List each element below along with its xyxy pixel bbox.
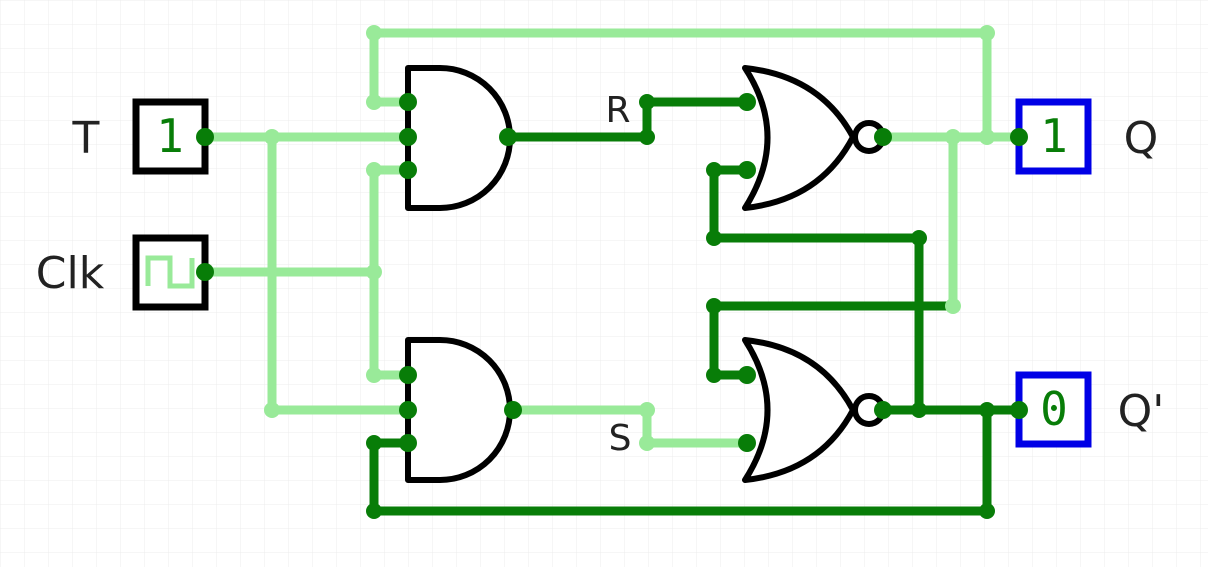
q-bar-output-value: 0	[1040, 382, 1068, 436]
nor-gate-bottom	[742, 337, 856, 483]
t-input-value: 1	[156, 109, 184, 163]
clk-input[interactable]	[132, 234, 214, 311]
t-input[interactable]: 1	[132, 98, 214, 175]
clk-input-pin	[196, 263, 214, 281]
t-label: T	[72, 113, 100, 164]
q-output-value: 1	[1040, 109, 1068, 163]
wire-q-to-nor2	[709, 301, 958, 380]
wire-r	[503, 97, 752, 142]
wire-s	[508, 405, 752, 448]
q-output-pin	[1010, 128, 1028, 146]
s-wire-label: S	[609, 418, 632, 459]
r-wire-label: R	[605, 90, 630, 131]
junctions-low	[264, 25, 995, 451]
t-input-pin	[196, 128, 214, 146]
q-output-box	[1015, 98, 1092, 175]
gates	[405, 65, 886, 483]
clock-waveform-icon	[145, 255, 195, 289]
nor-gate-top	[742, 65, 856, 211]
q-bar-output: 0	[1010, 371, 1092, 448]
q-label: Q	[1124, 113, 1159, 164]
q-bar-output-pin	[1010, 401, 1028, 419]
clk-label: Clk	[36, 248, 105, 299]
q-bar-label: Q'	[1118, 386, 1165, 437]
junctions-high	[366, 93, 995, 519]
q-output: 1	[1010, 98, 1092, 175]
